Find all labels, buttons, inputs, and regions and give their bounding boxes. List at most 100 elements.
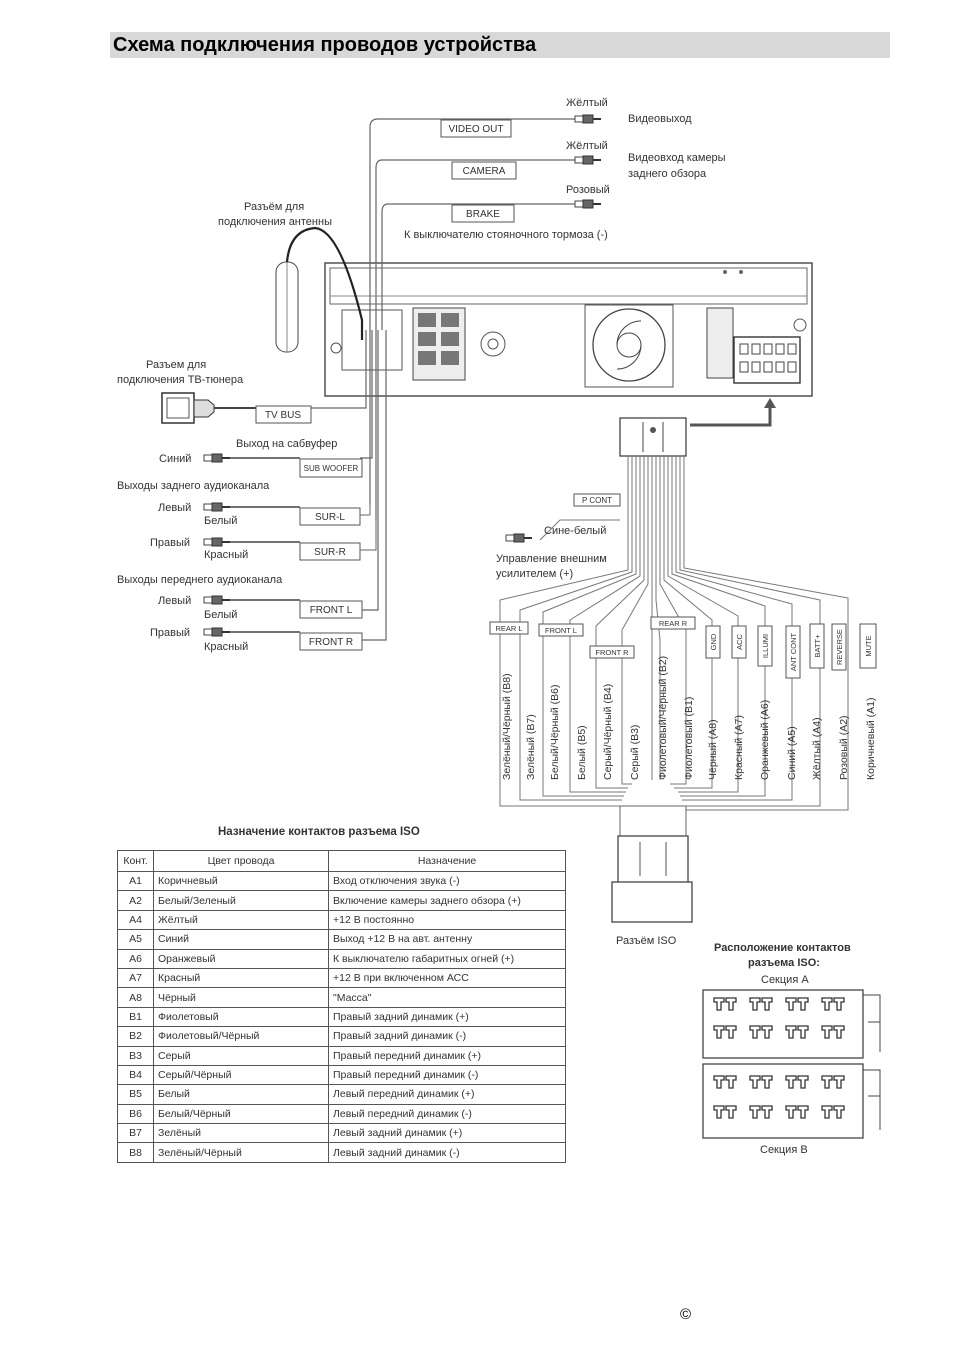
antenna-plug bbox=[275, 226, 364, 353]
svg-text:Видеовыход: Видеовыход bbox=[628, 113, 692, 125]
svg-text:Выход на сабвуфер: Выход на сабвуфер bbox=[236, 438, 337, 450]
svg-text:усилителем (+): усилителем (+) bbox=[496, 568, 573, 580]
svg-text:подключения ТВ-тюнера: подключения ТВ-тюнера bbox=[117, 374, 244, 386]
sur-r-box: SUR-R bbox=[299, 542, 361, 561]
iso-plug bbox=[611, 805, 693, 923]
col-header-purpose: Назначение bbox=[328, 850, 566, 872]
front-r-box: FRONT R bbox=[299, 632, 363, 651]
front-l-box: FRONT L bbox=[299, 600, 363, 619]
color-cell: Оранжевый bbox=[153, 948, 329, 969]
svg-text:заднего обзора: заднего обзора bbox=[628, 168, 707, 180]
purpose-cell: Левый передний динамик (+) bbox=[328, 1084, 566, 1105]
svg-text:Жёлтый: Жёлтый bbox=[566, 140, 608, 152]
harness-wire-label: Жёлтый (A4) bbox=[811, 717, 823, 780]
color-cell: Синий bbox=[153, 929, 329, 950]
harness-wire-label: Белый/Чёрный (B6) bbox=[549, 685, 561, 780]
svg-text:Правый: Правый bbox=[150, 627, 190, 639]
page-title-bar: Схема подключения проводов устройства bbox=[110, 32, 890, 58]
pin-cell: A1 bbox=[117, 870, 154, 892]
harness-group-box: GND bbox=[705, 625, 721, 659]
purpose-cell: Левый задний динамик (+) bbox=[328, 1123, 566, 1144]
svg-text:Левый: Левый bbox=[158, 502, 191, 514]
svg-text:Белый: Белый bbox=[204, 515, 237, 527]
color-cell: Чёрный bbox=[153, 987, 329, 1008]
harness-group-box: FRONT R bbox=[589, 645, 635, 659]
page-title: Схема подключения проводов устройства bbox=[113, 34, 537, 56]
subwoofer-box: SUB WOOFER bbox=[299, 458, 363, 478]
purpose-cell: Включение камеры заднего обзора (+) bbox=[328, 890, 566, 911]
video-wires bbox=[310, 118, 600, 641]
harness-wire-label: Розовый (A2) bbox=[838, 715, 850, 780]
rear-connectors bbox=[412, 307, 466, 381]
harness-group-box: FRONT L bbox=[538, 623, 584, 637]
harness-group-label: MUTE bbox=[864, 635, 873, 656]
svg-text:Видеовход камеры: Видеовход камеры bbox=[628, 152, 726, 164]
harness-wire-label: Красный (A7) bbox=[733, 715, 745, 780]
harness-wire-label: Оранжевый (A6) bbox=[759, 700, 771, 780]
head-unit bbox=[324, 262, 813, 397]
purpose-cell: Левый задний динамик (-) bbox=[328, 1142, 566, 1163]
tv-bus-box: TV BUS bbox=[255, 405, 312, 424]
harness-wire-label: Коричневый (A1) bbox=[865, 697, 877, 780]
svg-text:Красный: Красный bbox=[204, 641, 248, 653]
svg-text:SUR-R: SUR-R bbox=[314, 547, 346, 558]
harness-group-box: REVERSE bbox=[831, 623, 847, 671]
harness-group-box: ANT CONT bbox=[785, 625, 801, 679]
video-out-box: VIDEO OUT bbox=[440, 119, 512, 138]
harness-group-label: REAR R bbox=[659, 619, 688, 628]
svg-text:Сине-белый: Сине-белый bbox=[544, 525, 606, 537]
harness-group-label: GND bbox=[709, 633, 718, 650]
iso-table-title: Назначение контактов разъема ISO bbox=[218, 826, 420, 838]
purpose-cell: Правый передний динамик (+) bbox=[328, 1045, 566, 1066]
svg-text:Выходы переднего аудиоканала: Выходы переднего аудиоканала bbox=[117, 574, 283, 586]
svg-text:Розовый: Розовый bbox=[566, 184, 610, 196]
svg-text:FRONT L: FRONT L bbox=[310, 605, 353, 616]
svg-text:Белый: Белый bbox=[204, 609, 237, 621]
pin-cell: B6 bbox=[117, 1103, 154, 1125]
svg-text:подключения антенны: подключения антенны bbox=[218, 216, 332, 228]
pin-cell: A2 bbox=[117, 890, 154, 911]
pin-cell: B4 bbox=[117, 1064, 154, 1086]
svg-text:FRONT R: FRONT R bbox=[309, 637, 353, 648]
harness-wire-label: Белый (B5) bbox=[576, 725, 588, 780]
harness-wire-label: Фиолетовый/Чёрный (B2) bbox=[657, 656, 669, 780]
purpose-cell: "Масса" bbox=[328, 987, 566, 1008]
table-header-row: Конт. Цвет провода Назначение bbox=[117, 850, 566, 872]
svg-text:разъема ISO:: разъема ISO: bbox=[748, 957, 820, 969]
purpose-cell: Правый задний динамик (+) bbox=[328, 1006, 566, 1028]
svg-text:Левый: Левый bbox=[158, 595, 191, 607]
col-header-color: Цвет провода bbox=[153, 850, 329, 872]
pin-cell: B5 bbox=[117, 1084, 154, 1105]
brake-box: BRAKE bbox=[451, 204, 515, 223]
pin-cell: A4 bbox=[117, 909, 154, 931]
pin-cell: A8 bbox=[117, 987, 154, 1008]
color-cell: Белый/Зеленый bbox=[153, 890, 329, 911]
purpose-cell: Выход +12 В на авт. антенну bbox=[328, 929, 566, 950]
svg-text:Секция А: Секция А bbox=[761, 974, 809, 986]
svg-text:Жёлтый: Жёлтый bbox=[566, 97, 608, 109]
svg-text:Разъём ISO: Разъём ISO bbox=[616, 935, 677, 947]
svg-text:К выключателю стояночного торм: К выключателю стояночного тормоза (-) bbox=[404, 229, 608, 241]
purpose-cell: Правый передний динамик (-) bbox=[328, 1064, 566, 1086]
svg-text:Синий: Синий bbox=[159, 453, 191, 465]
color-cell: Красный bbox=[153, 967, 329, 989]
color-cell: Зелёный/Чёрный bbox=[153, 1142, 329, 1163]
color-cell: Фиолетовый/Чёрный bbox=[153, 1026, 329, 1047]
harness-wire-label: Серый (B3) bbox=[629, 725, 641, 780]
pcont-box: P CONT bbox=[573, 493, 621, 507]
color-cell: Фиолетовый bbox=[153, 1006, 329, 1028]
harness-group-box: ACC bbox=[731, 625, 747, 659]
